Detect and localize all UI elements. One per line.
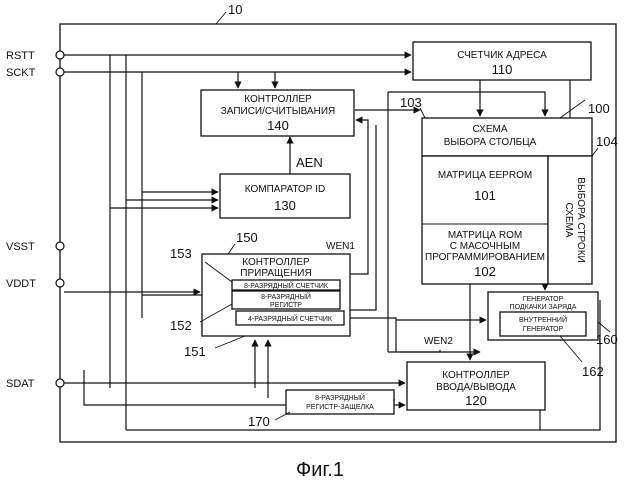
pin-sdat: SDAT: [6, 378, 64, 390]
pin-rstt-terminal: [56, 51, 64, 59]
register-8bit-ref: 152: [170, 318, 192, 333]
counter-8bit-ref: 153: [170, 246, 192, 261]
increment-controller-ref: 150: [236, 230, 258, 245]
rom-matrix-label-3: ПРОГРАММИРОВАНИЕМ: [425, 252, 545, 263]
latch-register-label-2: РЕГИСТР-ЗАЩЕЛКА: [306, 404, 374, 411]
increment-controller-label-1: КОНТРОЛЛЕР: [242, 257, 310, 268]
id-comparator-label: КОМПАРАТОР ID: [245, 184, 325, 195]
address-counter-ref: 110: [492, 62, 513, 77]
chip-ref: 10: [228, 2, 242, 17]
internal-generator-label-1: ВНУТРЕННИЙ: [519, 315, 567, 324]
counter-8bit-label: 8-РАЗРЯДНЫЙ СЧЕТЧИК: [244, 281, 329, 290]
latch-register-label-1: 8-РАЗРЯДНЫЙ: [315, 393, 365, 402]
pin-vddt-label: VDDT: [6, 278, 36, 290]
charge-pump-ref: 160: [596, 332, 618, 347]
io-controller-label-1: КОНТРОЛЛЕР: [442, 370, 510, 381]
address-counter-label: СЧЕТЧИК АДРЕСА: [457, 50, 547, 61]
counter-4bit-label: 4-РАЗРЯДНЫЙ СЧЕТЧИК: [248, 314, 333, 323]
eeprom-matrix-ref: 101: [474, 188, 496, 203]
increment-controller-label-2: ПРИРАЩЕНИЯ: [240, 268, 311, 279]
pin-sckt-terminal: [56, 68, 64, 76]
pin-sdat-label: SDAT: [6, 378, 35, 390]
pin-rstt: RSTT: [6, 50, 64, 62]
eeprom-matrix-label: МАТРИЦА EEPROM: [438, 170, 532, 181]
aen-signal-label: AEN: [296, 155, 323, 170]
rw-controller-label-2: ЗАПИСИ/СЧИТЫВАНИЯ: [221, 106, 336, 117]
pin-vsst: VSST: [6, 241, 64, 253]
row-select-label-1: СХЕМА: [563, 203, 574, 238]
io-controller-block: КОНТРОЛЛЕР ВВОДА/ВЫВОДА 120: [407, 362, 545, 410]
wen2-signal-label: WEN2: [424, 336, 453, 347]
pin-vddt: VDDT: [6, 278, 64, 290]
pin-sdat-terminal: [56, 379, 64, 387]
pin-vsst-label: VSST: [6, 241, 35, 253]
address-counter-block: СЧЕТЧИК АДРЕСА 110: [413, 42, 591, 80]
memory-block: 100 СХЕМА ВЫБОРА СТОЛБЦА 103 МАТРИЦА EEP…: [400, 95, 618, 284]
figure-caption: Фиг.1: [296, 459, 344, 481]
rw-controller-block: КОНТРОЛЛЕР ЗАПИСИ/СЧИТЫВАНИЯ 140: [201, 90, 354, 136]
rom-matrix-ref: 102: [474, 264, 496, 279]
io-controller-ref: 120: [465, 393, 487, 408]
rw-controller-label-1: КОНТРОЛЛЕР: [244, 94, 312, 105]
register-8bit-label-1: 8-РАЗРЯДНЫЙ: [261, 292, 311, 301]
counter-4bit-ref: 151: [184, 344, 206, 359]
column-select-label-1: СХЕМА: [473, 124, 508, 135]
rw-controller-ref: 140: [267, 118, 289, 133]
id-comparator-ref: 130: [274, 198, 296, 213]
chip-ref-leader: [216, 12, 226, 24]
charge-pump-label-1: ГЕНЕРАТОР: [523, 296, 564, 303]
pin-sckt-label: SCKT: [6, 67, 36, 79]
row-select-label-2: ВЫБОРА СТРОКИ: [575, 177, 586, 262]
rom-matrix-label-2: С МАСОЧНЫМ: [450, 241, 520, 252]
column-select-ref: 103: [400, 95, 422, 110]
pin-sckt: SCKT: [6, 67, 64, 79]
internal-generator-ref: 162: [582, 364, 604, 379]
rom-matrix-label-1: МАТРИЦА ROM: [448, 230, 522, 241]
io-controller-label-2: ВВОДА/ВЫВОДА: [436, 382, 516, 393]
pin-vddt-terminal: [56, 279, 64, 287]
id-comparator-block: КОМПАРАТОР ID 130: [220, 174, 350, 218]
memory-block-ref: 100: [588, 101, 610, 116]
internal-generator-label-2: ГЕНЕРАТОР: [523, 326, 564, 333]
pin-rstt-label: RSTT: [6, 50, 35, 62]
charge-pump-label-2: ПОДКАЧКИ ЗАРЯДА: [510, 304, 577, 311]
register-8bit-label-2: РЕГИСТР: [270, 302, 302, 309]
latch-register-ref: 170: [248, 414, 270, 429]
row-select-ref: 104: [596, 134, 618, 149]
column-select-label-2: ВЫБОРА СТОЛБЦА: [444, 137, 537, 148]
wen1-signal-label: WEN1: [326, 241, 355, 252]
pin-vsst-terminal: [56, 242, 64, 250]
